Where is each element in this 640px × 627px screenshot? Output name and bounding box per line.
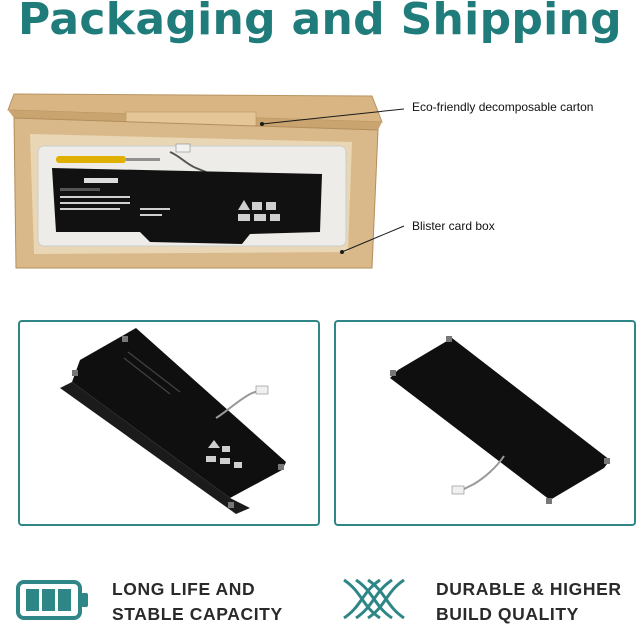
feature-durable-line1: DURABLE & HIGHER	[436, 579, 622, 599]
battery-icon	[16, 580, 90, 625]
battery-front-panel	[18, 320, 320, 526]
feature-long-life-line2: STABLE CAPACITY	[112, 604, 283, 624]
feature-long-life-line1: LONG LIFE AND	[112, 579, 256, 599]
braided-strands-icon	[342, 576, 412, 627]
feature-durable: DURABLE & HIGHER BUILD QUALITY	[436, 577, 622, 627]
callout-blister: Blister card box	[412, 219, 495, 233]
packaging-photo	[0, 82, 640, 282]
page-title: Packaging and Shipping	[18, 0, 622, 45]
feature-long-life: LONG LIFE AND STABLE CAPACITY	[112, 577, 283, 627]
battery-back-panel	[334, 320, 636, 526]
callout-carton: Eco-friendly decomposable carton	[412, 100, 594, 114]
feature-durable-line2: BUILD QUALITY	[436, 604, 579, 624]
